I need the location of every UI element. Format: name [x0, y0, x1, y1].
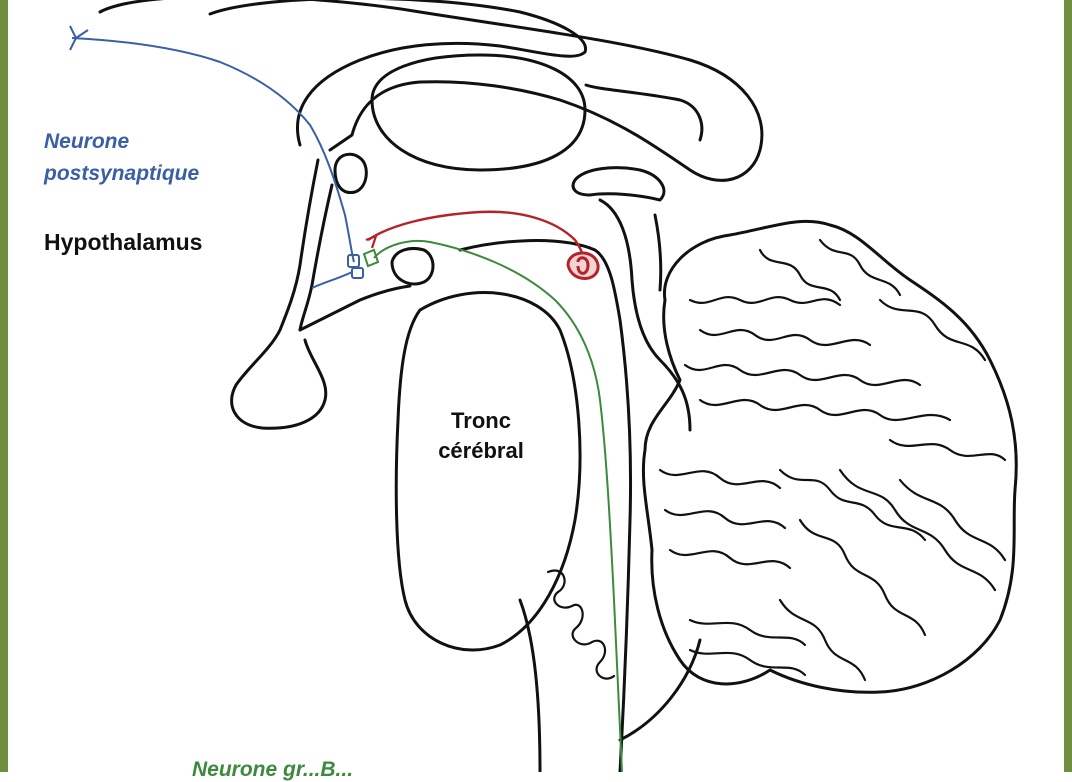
pons: [394, 291, 582, 652]
frame-right-border: [1064, 0, 1072, 772]
red-neuron-end: [365, 234, 378, 249]
postsynaptic-terminal-1: [347, 254, 360, 268]
cerebellar-folia: [658, 238, 1007, 682]
postsynaptic-axon-branch: [311, 271, 353, 289]
frame-left-border: [0, 0, 8, 772]
thalamus: [370, 53, 587, 172]
corpus-callosum: [98, 0, 764, 182]
aqueduct-line-front: [458, 239, 632, 772]
anterior-commissure: [333, 152, 368, 195]
label-hypothalamus: Hypothalamus: [44, 229, 203, 255]
inferior-olive: [546, 569, 616, 680]
pineal-region: [571, 166, 666, 202]
red-neuron-nucleus: [576, 256, 590, 275]
tectum-line: [653, 213, 663, 292]
green-neuron-path: [373, 239, 623, 772]
postsynaptic-terminal-2: [351, 267, 364, 279]
label-bottom-neuron: Neurone gr...B...: [192, 758, 354, 781]
red-neuron-cell-body: [566, 251, 600, 280]
corpus-callosum-inner: [208, 0, 587, 147]
green-neuron-terminal: [362, 248, 380, 268]
label-postsynaptic-neuron: Neurone postsynaptique: [44, 130, 200, 185]
aqueduct-line-back: [598, 198, 692, 432]
mammillary-body: [390, 247, 435, 286]
medulla-back: [618, 638, 702, 742]
optic-chiasm: [298, 284, 412, 332]
medulla: [518, 598, 542, 772]
postsynaptic-dendrite-tip: [69, 25, 89, 51]
hypothalamus-wall-2: [298, 183, 334, 332]
label-tronc-cerebral: Tronc cérébral: [438, 408, 524, 463]
hypothalamus-wall: [230, 158, 328, 430]
cerebellum: [641, 219, 1018, 694]
postsynaptic-neuron-path: [71, 37, 355, 263]
fornix: [584, 83, 704, 142]
red-neuron-path: [367, 210, 585, 266]
